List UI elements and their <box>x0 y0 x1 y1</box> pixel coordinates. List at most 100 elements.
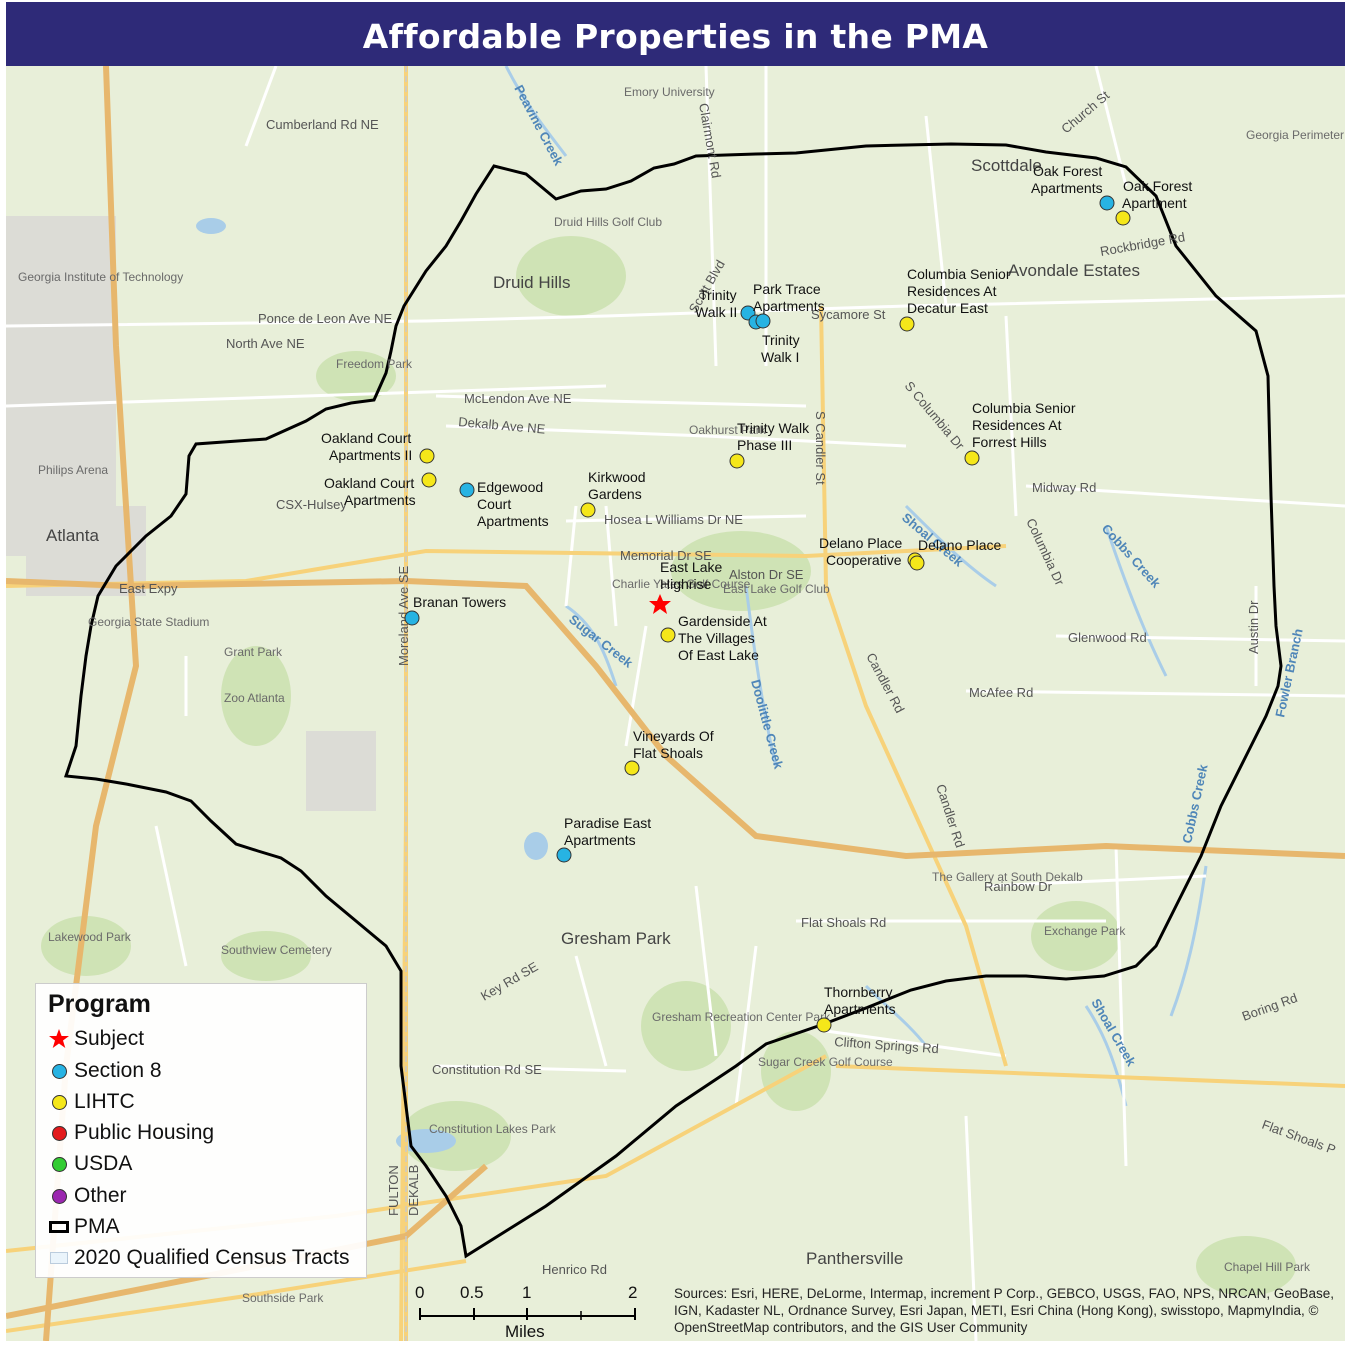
road-constitution: Constitution Rd SE <box>432 1062 542 1077</box>
minor-roads <box>6 66 1345 1341</box>
label-east-lake-gc: East Lake Golf Club <box>723 582 830 596</box>
legend-item-lihtc: LIHTC <box>48 1088 135 1116</box>
label-georgia-tech: Georgia Institute of Technology <box>18 270 183 284</box>
marker-oak-forest-apartment[interactable] <box>1115 210 1131 226</box>
red-star-icon <box>48 1028 70 1050</box>
road-s-columbia: S Columbia Dr <box>902 378 968 453</box>
basemap: Peavine Creek Sugar Creek Doolittle Cree… <box>6 66 1345 1341</box>
label-freedom-park: Freedom Park <box>336 357 413 371</box>
road-columbia-dr: Columbia Dr <box>1023 516 1067 588</box>
road-ponce: Ponce de Leon Ave NE <box>258 311 393 326</box>
legend-title: Program <box>48 990 151 1018</box>
legend-item-subject: Subject <box>48 1025 144 1053</box>
label-gresham-rec: Gresham Recreation Center Park <box>652 1010 831 1024</box>
road-sycamore: Sycamore St <box>811 307 886 322</box>
road-alston: Alston Dr SE <box>729 567 804 582</box>
map-title: Affordable Properties in the PMA <box>6 2 1345 66</box>
scale-tick-0-5: 0.5 <box>460 1283 484 1302</box>
label-southside-park: Southside Park <box>242 1291 324 1305</box>
label-philips-arena: Philips Arena <box>38 463 108 477</box>
road-key: Key Rd SE <box>478 959 541 1004</box>
purple-dot-icon <box>48 1185 70 1207</box>
road-clifton-springs: Clifton Springs Rd <box>834 1034 940 1056</box>
label-doolittle-creek: Doolittle Creek <box>748 678 786 771</box>
road-clairmont: Clairmont Rd <box>696 102 724 179</box>
legend-label: Other <box>74 1184 127 1207</box>
legend-item-other: Other <box>48 1182 127 1210</box>
road-hosea: Hosea L Williams Dr NE <box>604 512 743 527</box>
road-church-st: Church St <box>1058 87 1112 136</box>
label-fulton: FULTON <box>386 1165 401 1216</box>
legend-item-public-housing: Public Housing <box>48 1119 214 1147</box>
marker-columbia-decatur-east[interactable] <box>899 316 915 332</box>
marker-park-trace[interactable] <box>755 313 771 329</box>
label-emory: Emory University <box>624 85 715 99</box>
marker-thornberry[interactable] <box>816 1017 832 1033</box>
legend-item-section8: Section 8 <box>48 1057 162 1085</box>
scale-tick-0: 0 <box>415 1283 424 1302</box>
legend-label: Section 8 <box>74 1059 162 1082</box>
road-flat-shoals: Flat Shoals Rd <box>801 915 886 930</box>
road-flat-shoals-pkwy: Flat Shoals P <box>1260 1117 1338 1158</box>
marker-kirkwood-gardens[interactable] <box>580 502 596 518</box>
property-markers <box>404 195 1131 1033</box>
legend-label: 2020 Qualified Census Tracts <box>74 1246 350 1269</box>
scale-tick-2: 2 <box>628 1283 637 1302</box>
road-midway: Midway Rd <box>1032 480 1096 495</box>
label-dekalb: DEKALB <box>406 1165 421 1216</box>
label-peavine-creek: Peavine Creek <box>511 82 566 168</box>
marker-edgewood-court[interactable] <box>459 482 475 498</box>
parks-layer <box>41 236 1296 1296</box>
legend-label: Subject <box>74 1027 145 1050</box>
scale-unit: Miles <box>505 1322 545 1341</box>
marker-subject-star[interactable] <box>649 594 671 614</box>
attribution-text: Sources: Esri, HERE, DeLorme, Intermap, … <box>674 1286 1334 1335</box>
red-dot-icon <box>48 1122 70 1144</box>
road-austin: Austin Dr <box>1246 600 1261 654</box>
label-shoal-creek-south: Shoal Creek <box>1088 996 1139 1069</box>
label-oakhurst: Oakhurst Park <box>689 423 767 437</box>
legend-label: Public Housing <box>74 1121 215 1144</box>
road-s-candler: S Candler St <box>813 411 828 485</box>
marker-gardenside[interactable] <box>660 627 676 643</box>
label-chapel-hill: Chapel Hill Park <box>1224 1260 1311 1274</box>
road-candler-rd-south: Candler Rd <box>933 782 968 849</box>
label-gresham-park: Gresham Park <box>561 929 671 948</box>
marker-trinity-walk-iii[interactable] <box>729 453 745 469</box>
svg-text:Branan Towers: Branan Towers <box>413 594 506 610</box>
road-mcafee: McAfee Rd <box>969 685 1033 700</box>
marker-oak-forest-apartments[interactable] <box>1099 195 1115 211</box>
legend-item-pma: PMA <box>48 1213 120 1241</box>
marker-delano-place[interactable] <box>909 555 925 571</box>
label-sugar-creek-gc: Sugar Creek Golf Course <box>758 1055 893 1069</box>
legend-label: LIHTC <box>74 1090 135 1113</box>
label-panthersville: Panthersville <box>806 1249 903 1268</box>
label-cobbs-creek: Cobbs Creek <box>1099 521 1164 591</box>
road-dekalb-ave: Dekalb Ave NE <box>458 414 547 437</box>
marker-columbia-forrest-hills[interactable] <box>964 450 980 466</box>
marker-branan-towers[interactable] <box>404 610 420 626</box>
marker-vineyards[interactable] <box>624 760 640 776</box>
marker-oakland-court-ii[interactable] <box>419 448 435 464</box>
marker-paradise-east[interactable] <box>556 847 572 863</box>
green-dot-icon <box>48 1153 70 1175</box>
label-gpc: Georgia Perimeter College <box>1246 128 1345 142</box>
label-gallery: The Gallery at South Dekalb <box>932 870 1083 884</box>
road-moreland: Moreland Ave SE <box>396 565 411 666</box>
scale-bar: 0 0.5 1 2 Miles <box>410 1280 650 1341</box>
svg-text:Delano Place: Delano Place <box>918 537 1001 553</box>
marker-oakland-court[interactable] <box>421 472 437 488</box>
label-grant-park: Grant Park <box>224 645 283 659</box>
